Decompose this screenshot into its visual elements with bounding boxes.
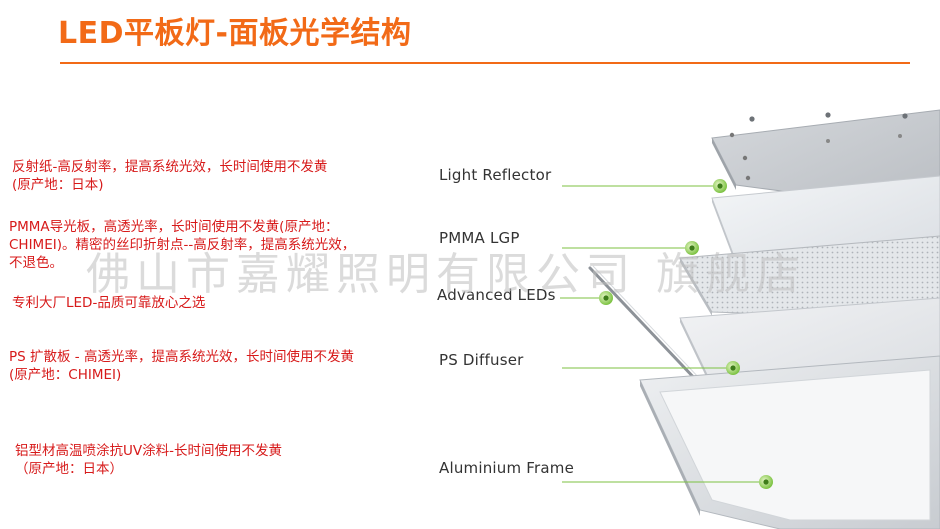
led-dot-layer: [679, 235, 940, 321]
watermark-text: 佛山市嘉耀照明有限公司 旗舰店: [86, 249, 806, 300]
desc-line: (原产地：日本): [12, 177, 104, 193]
leader-lines: [560, 185, 766, 483]
label-aluminium-frame: Aluminium Frame: [439, 459, 575, 477]
label-advanced-leds: Advanced LEDs: [437, 286, 556, 304]
desc-line: (原产地：CHIMEI): [9, 367, 122, 383]
desc-line: CHIMEI)。精密的丝印折射点--高反射率，提高系统光效，: [9, 237, 356, 253]
label-pmma-lgp: PMMA LGP: [439, 229, 520, 247]
desc-lgp: PMMA导光板，高透光率，长时间使用不发黄(原产地： CHIMEI)。精密的丝印…: [9, 218, 355, 272]
desc-line: 铝型材高温喷涂抗UV涂料-长时间使用不发黄: [15, 443, 282, 459]
label-light-reflector: Light Reflector: [439, 166, 552, 184]
desc-leds: 专利大厂LED-品质可靠放心之选: [12, 294, 205, 312]
desc-line: 不退色。: [9, 255, 63, 271]
desc-diffuser: PS 扩散板 - 高透光率，提高系统光效，长时间使用不发黄 (原产地：CHIME…: [9, 348, 354, 384]
label-ps-diffuser: PS Diffuser: [439, 351, 524, 369]
desc-frame: 铝型材高温喷涂抗UV涂料-长时间使用不发黄 （原产地：日本）: [15, 442, 282, 478]
desc-line: PS 扩散板 - 高透光率，提高系统光效，长时间使用不发黄: [9, 349, 354, 365]
desc-reflector: 反射纸-高反射率，提高系统光效，长时间使用不发黄 (原产地：日本): [12, 158, 327, 194]
title-divider: [60, 62, 910, 64]
aluminium-frame: [639, 355, 940, 529]
desc-line: 反射纸-高反射率，提高系统光效，长时间使用不发黄: [12, 159, 328, 175]
screws: [749, 112, 908, 122]
callout-dots: [599, 179, 773, 489]
desc-line: PMMA导光板，高透光率，长时间使用不发黄(原产地：: [9, 219, 339, 235]
desc-line: （原产地：日本）: [15, 461, 123, 477]
desc-line: 专利大厂LED-品质可靠放心之选: [12, 295, 206, 311]
page-title: LED平板灯-面板光学结构: [58, 16, 412, 51]
